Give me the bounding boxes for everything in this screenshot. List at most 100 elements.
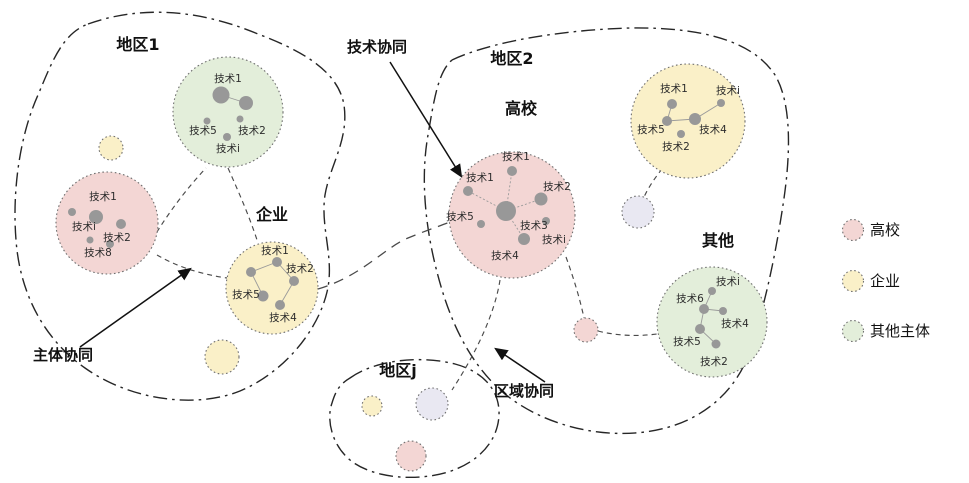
tech-node <box>717 99 725 107</box>
link-smallpink-r2other <box>597 330 658 337</box>
tech-label: 技术2 <box>103 231 131 244</box>
tech-label: 技术1 <box>502 150 530 163</box>
tech-node <box>711 339 721 349</box>
tech-label: 技术4 <box>699 123 727 136</box>
tech-label: 技术2 <box>662 140 690 153</box>
link-r2univ-regionj <box>451 279 501 391</box>
tech-label: 技术4 <box>269 311 297 324</box>
region1-boundary <box>14 11 346 401</box>
tech-label: 技术1 <box>660 82 688 95</box>
tech-label: 技术4 <box>721 317 749 330</box>
link-r1univ-r1firm <box>156 254 228 279</box>
rj-firm-circle <box>361 395 383 417</box>
tech-label: 技术6 <box>676 292 704 305</box>
tech-node <box>236 115 244 123</box>
tech-node <box>667 99 677 109</box>
rj-univ-circle <box>395 440 427 472</box>
tech-node <box>89 210 103 224</box>
tech-node <box>477 220 485 228</box>
tech-node <box>86 236 94 244</box>
tech-node <box>542 217 550 225</box>
legend-firm-swatch <box>841 269 865 293</box>
tech-label: 技术5 <box>637 123 665 136</box>
tech-synergy-label: 技术协同 <box>347 38 407 56</box>
r2-firm-links <box>666 102 722 122</box>
tech-label: 技术5 <box>673 335 701 348</box>
r2-firm-cluster <box>630 63 746 179</box>
regionj-label: 地区j <box>379 361 417 380</box>
tech-label: 技术1 <box>89 190 117 203</box>
tech-node <box>272 257 282 267</box>
tech-node <box>275 300 285 310</box>
tech-label: 技术5 <box>189 124 217 137</box>
legend-other-label: 其他主体 <box>870 322 930 340</box>
tech-node <box>116 219 126 229</box>
tech-node <box>463 186 473 196</box>
tech-label: 技术i <box>72 220 96 233</box>
tech-label: 技术1 <box>466 171 494 184</box>
tech-label: 技术5 <box>232 288 260 301</box>
r1-small-firm-circle <box>98 135 124 161</box>
link-r2univ-smallpink <box>565 256 585 319</box>
tech-node <box>246 267 256 277</box>
legend-other-swatch <box>841 319 865 343</box>
r1-firm-cluster <box>225 241 319 335</box>
regional-synergy-label: 区域协同 <box>494 382 554 400</box>
tech-node <box>289 276 299 286</box>
r2-univ-title: 高校 <box>505 99 538 118</box>
legend-firm-label: 企业 <box>870 272 900 290</box>
region2-boundary <box>423 27 790 435</box>
tech-node <box>677 130 685 138</box>
tech-node <box>518 233 530 245</box>
tech-label: 技术i <box>542 233 566 246</box>
tech-label: 技术1 <box>261 244 289 257</box>
region1-label: 地区1 <box>116 35 159 54</box>
link-r1firm-r2univ <box>317 221 451 290</box>
tech-label: 技术5 <box>446 210 474 223</box>
tech-node <box>239 96 253 110</box>
region2-label: 地区2 <box>490 49 533 68</box>
tech-node <box>68 208 76 216</box>
tech-label: 技术2 <box>700 355 728 368</box>
agent-synergy-arrow <box>79 267 192 348</box>
link-r1univ-r1other <box>151 167 207 241</box>
r2-other-cluster <box>656 266 768 378</box>
r2-univ-links <box>467 170 542 240</box>
legend-univ-swatch <box>841 218 865 242</box>
tech-label: 技术8 <box>84 246 112 259</box>
tech-node <box>699 304 709 314</box>
tech-node <box>203 117 211 125</box>
r1-bottom-firm-circle <box>204 339 240 375</box>
tech-label: 技术i <box>216 142 240 155</box>
tech-label: 技术2 <box>543 180 571 193</box>
tech-label: 技术4 <box>491 249 519 262</box>
regional-synergy-arrow <box>494 347 546 383</box>
rj-lavender-circle <box>415 387 449 421</box>
r1-univ-cluster <box>55 171 159 275</box>
tech-label: 技术1 <box>214 72 242 85</box>
tech-node <box>719 307 727 315</box>
link-r1other-r1firm <box>227 167 259 244</box>
tech-node <box>507 166 517 176</box>
tech-node <box>662 116 672 126</box>
tech-node <box>534 192 548 206</box>
tech-label: 技术i <box>716 84 740 97</box>
tech-label: 技术2 <box>286 262 314 275</box>
r1-other-cluster <box>172 56 284 168</box>
tech-node <box>695 324 705 334</box>
tech-node <box>106 240 114 248</box>
r2-small-univ-circle <box>573 317 599 343</box>
agent-synergy-label: 主体协同 <box>33 346 93 364</box>
tech-node <box>496 201 516 221</box>
r1-firm-title: 企业 <box>255 205 288 224</box>
tech-node <box>689 113 701 125</box>
tech-node <box>223 133 231 141</box>
legend: 高校 企业 其他主体 <box>841 218 930 343</box>
tech-node <box>257 290 269 302</box>
tech-node <box>212 86 230 104</box>
tech-label: 技术i <box>716 275 740 288</box>
tech-node <box>708 287 716 295</box>
tech-label: 技术3 <box>520 219 548 232</box>
